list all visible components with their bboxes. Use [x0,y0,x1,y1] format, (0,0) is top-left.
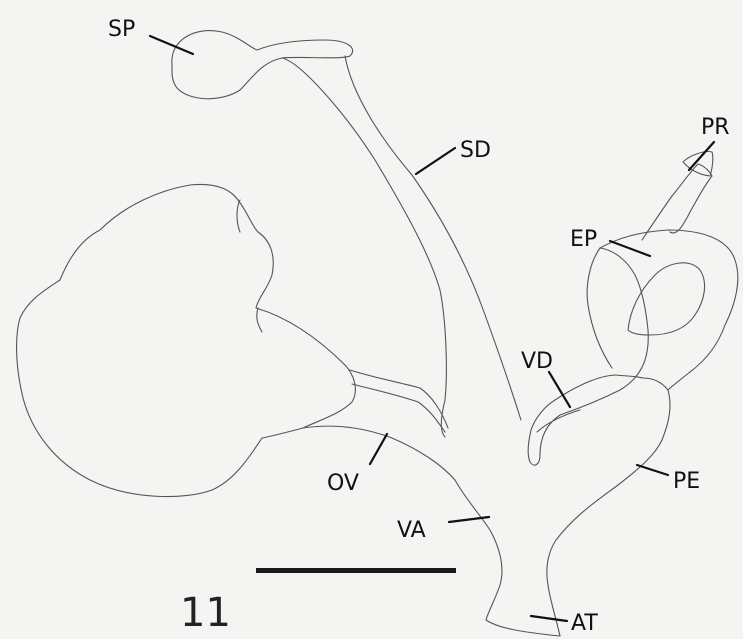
penial-retractor-outline [642,164,712,240]
ov-leader [370,434,387,464]
label-sp: SP [108,17,135,42]
epiphallus-body [587,248,612,368]
albumen-gland-outline [17,184,356,496]
vas-deferens-inner [537,410,580,432]
label-va: VA [397,518,426,543]
label-ov: OV [327,471,359,496]
sp-leader [150,36,193,54]
scale-bar [256,568,456,573]
spermatheca-outline [172,31,353,99]
label-at: AT [571,611,598,636]
figure-number: 11 [180,590,231,636]
spermathecal-duct-inner [282,58,446,437]
label-ep: EP [570,227,597,252]
epiphallus-inner [628,263,705,335]
label-pr: PR [701,115,730,140]
label-vd: VD [521,349,553,374]
label-sd: SD [460,138,491,163]
oviduct-lower [303,426,455,480]
oviduct-inner [352,384,445,432]
label-pe: PE [673,469,700,494]
epiphallus-outline [600,230,738,390]
spermathecal-duct-outline [345,56,521,420]
atrium-outline [547,378,670,636]
at-leader [531,616,567,621]
penis-outline [531,375,643,430]
sd-leader [416,148,455,174]
oviduct-outline [350,370,448,428]
pe-leader [637,465,668,475]
albumen-gland-inner [237,200,262,332]
vagina-outline [455,480,560,636]
